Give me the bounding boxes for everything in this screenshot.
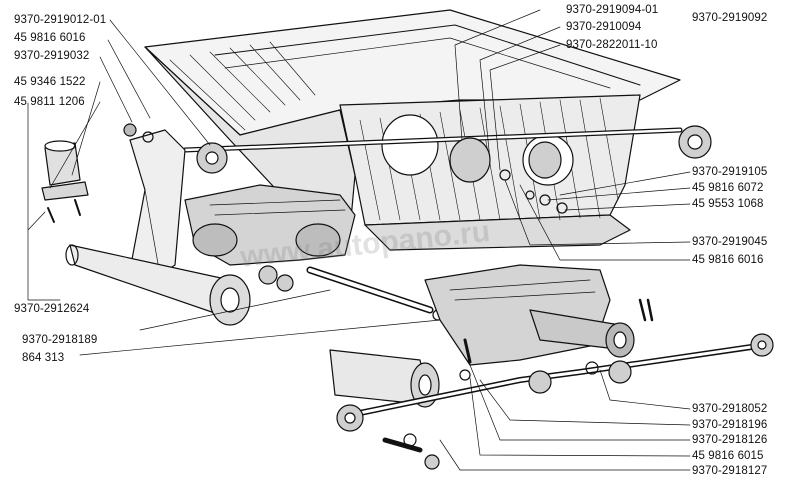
right-pivot-bracket (424, 264, 654, 366)
label-9370-2918052: 9370-2918052 (692, 403, 768, 415)
left-stand (41, 123, 186, 276)
label-45-9346-1522: 45 9346 1522 (14, 76, 86, 88)
label-9370-2919045: 9370-2919045 (692, 236, 768, 248)
label-45-9816-6072: 45 9816 6072 (692, 182, 764, 194)
label-45-9811-1206: 45 9811 1206 (14, 96, 85, 108)
tube-left (65, 244, 251, 326)
label-9370-2918127: 9370-2918127 (692, 465, 768, 477)
label-9370-2919092: 9370-2919092 (692, 12, 768, 24)
label-9370-2910094: 9370-2910094 (566, 21, 642, 33)
label-45-9816-6016-b: 45 9816 6016 (692, 254, 764, 266)
label-9370-2918196: 9370-2918196 (692, 419, 768, 431)
label-45-9553-1068: 45 9553 1068 (692, 198, 764, 210)
label-9370-2918189: 9370-2918189 (22, 334, 98, 346)
label-9370-2919094-01: 9370-2919094-01 (566, 4, 659, 16)
left-pivot-bracket (184, 184, 356, 292)
label-9370-2919105: 9370-2919105 (692, 166, 768, 178)
label-9370-2919012-01: 9370-2919012-01 (14, 14, 107, 26)
leader-lines (27, 9, 691, 471)
label-9370-2912624: 9370-2912624 (14, 303, 90, 315)
label-864-313: 864 313 (22, 352, 65, 364)
label-9370-2918126: 9370-2918126 (692, 434, 768, 446)
label-45-9816-6015: 45 9816 6015 (692, 450, 764, 462)
cross-shaft (182, 125, 712, 214)
label-9370-2822011-10: 9370-2822011-10 (566, 39, 658, 51)
tie-rod (336, 333, 774, 470)
label-9370-2919032: 9370-2919032 (14, 50, 90, 62)
label-45-9816-6016-a: 45 9816 6016 (14, 32, 86, 44)
